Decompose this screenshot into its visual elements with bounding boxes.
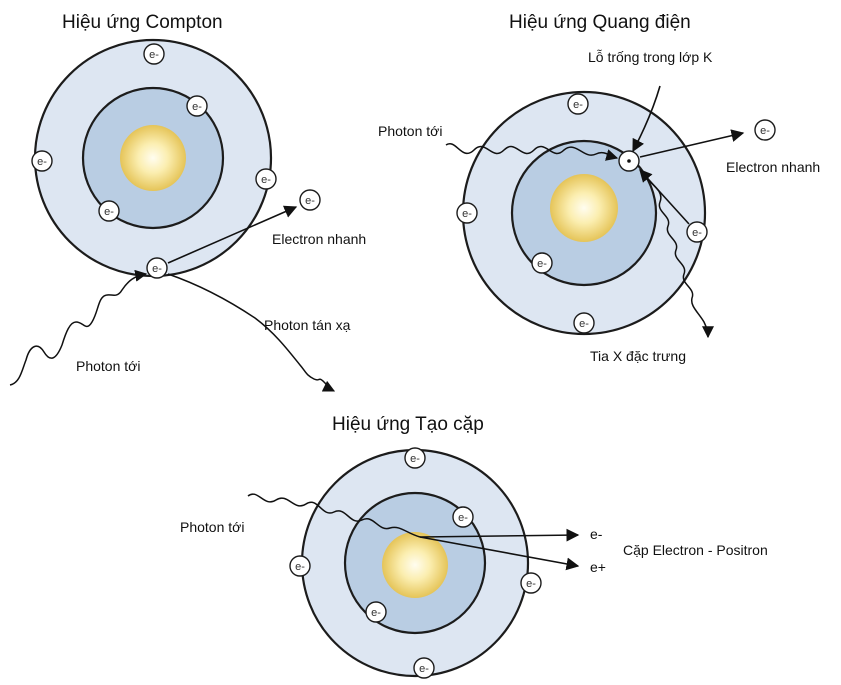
compton-nucleus — [120, 125, 186, 191]
compton-incident-label: Photon tới — [76, 358, 140, 374]
svg-text:e-: e- — [419, 663, 429, 675]
photoelectric-fast-electron-label: Electron nhanh — [726, 159, 820, 175]
photoelectric-electron: e- — [687, 222, 707, 242]
pair-label: Cặp Electron - Positron — [623, 542, 768, 558]
svg-text:e-: e- — [149, 49, 159, 61]
svg-text:e-: e- — [37, 156, 47, 168]
pair-electron: e- — [366, 602, 386, 622]
svg-text:e-: e- — [458, 512, 468, 524]
pair-positron-label: e+ — [590, 559, 606, 575]
photoelectric-electron: e- — [457, 203, 477, 223]
pair-incident-label: Photon tới — [180, 519, 244, 535]
svg-text:e-: e- — [526, 578, 536, 590]
compton-electron: e- — [144, 44, 164, 64]
compton-target-electron: e- — [147, 258, 167, 278]
compton-electron: e- — [32, 151, 52, 171]
svg-text:e-: e- — [579, 318, 589, 330]
compton-scattered-label: Photon tán xạ — [264, 317, 351, 333]
photoelectric-panel: Hiệu ứng Quang điện e- e- e- e- e- Lỗ tr… — [378, 12, 820, 364]
pair-electron: e- — [521, 573, 541, 593]
pair-nucleus — [382, 532, 448, 598]
pair-electron: e- — [453, 507, 473, 527]
compton-electron: e- — [99, 201, 119, 221]
photoelectric-electron: e- — [532, 253, 552, 273]
pair-electron: e- — [405, 448, 425, 468]
pair-electron-label: e- — [590, 526, 603, 542]
svg-text:e-: e- — [537, 258, 547, 270]
pair-panel: Hiệu ứng Tạo cặp e- e- e- e- e- e- Photo… — [180, 414, 768, 678]
compton-electron: e- — [187, 96, 207, 116]
svg-text:e-: e- — [261, 174, 271, 186]
pair-electron: e- — [290, 556, 310, 576]
svg-text:e-: e- — [152, 263, 162, 275]
photoelectric-electron: e- — [568, 94, 588, 114]
photoelectric-xray-label: Tia X đặc trưng — [590, 348, 686, 364]
svg-text:e-: e- — [192, 101, 202, 113]
photoelectric-nucleus — [550, 174, 618, 242]
svg-text:e-: e- — [295, 561, 305, 573]
photoelectric-hole-dot — [627, 159, 631, 163]
photoelectric-hole-label: Lỗ trống trong lớp K — [588, 49, 713, 65]
pair-electron: e- — [414, 658, 434, 678]
compton-fast-electron-label: Electron nhanh — [272, 231, 366, 247]
svg-text:e-: e- — [410, 453, 420, 465]
compton-panel: Hiệu ứng Compton e- e- e- e- e- Photon t… — [10, 12, 366, 391]
compton-electron: e- — [256, 169, 276, 189]
svg-text:e-: e- — [305, 195, 315, 207]
photoelectric-electron: e- — [574, 313, 594, 333]
compton-title: Hiệu ứng Compton — [62, 12, 223, 33]
svg-text:e-: e- — [104, 206, 114, 218]
compton-ejected-electron: e- — [300, 190, 320, 210]
svg-text:e-: e- — [462, 208, 472, 220]
pair-title: Hiệu ứng Tạo cặp — [332, 414, 484, 435]
svg-text:e-: e- — [573, 99, 583, 111]
svg-text:e-: e- — [371, 607, 381, 619]
photoelectric-title: Hiệu ứng Quang điện — [509, 12, 691, 33]
svg-text:e-: e- — [692, 227, 702, 239]
photoelectric-ejected-electron: e- — [755, 120, 775, 140]
photoelectric-incident-label: Photon tới — [378, 123, 442, 139]
svg-text:e-: e- — [760, 125, 770, 137]
